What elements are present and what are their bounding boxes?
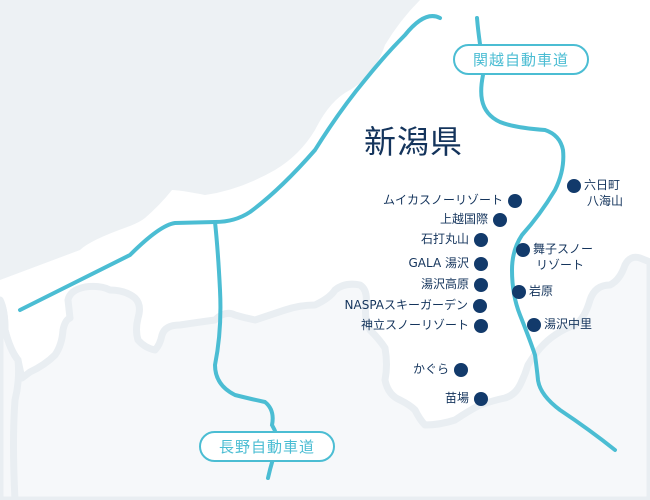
coastal-expressway-line xyxy=(18,14,442,312)
road-badge-nagano-expressway: 長野自動車道 xyxy=(199,431,335,462)
resort-kagura[interactable]: かぐら xyxy=(413,362,468,378)
resort-label: ムイカスノーリゾート xyxy=(382,193,503,207)
prefecture-label: 新潟県 xyxy=(364,123,464,161)
resort-iwappara[interactable]: 岩原 xyxy=(512,284,553,300)
resort-label-line1: 岩原 xyxy=(529,284,554,298)
resort-label: かぐら xyxy=(412,362,449,376)
resort-muikamachi-hakkaisan[interactable]: 六日町 八海山 xyxy=(567,178,623,209)
resort-joetsu-kokusai[interactable]: 上越国際 xyxy=(440,212,507,228)
resort-dot-icon xyxy=(474,318,488,333)
resort-label: NASPAスキーガーデン xyxy=(344,298,468,312)
resort-dot-icon xyxy=(516,243,530,257)
resort-label: 石打丸山 xyxy=(420,232,469,246)
resort-dot-icon xyxy=(493,212,507,227)
resort-label: GALA 湯沢 xyxy=(408,256,470,270)
neighbor-prefecture-area xyxy=(0,253,650,500)
resort-label: 湯沢高原 xyxy=(420,277,469,291)
resort-label-line1: 舞子スノー xyxy=(533,242,594,256)
resort-label-line2: 八海山 xyxy=(587,193,624,208)
resort-dot-icon xyxy=(454,362,468,377)
resort-gala-yuzawa[interactable]: GALA 湯沢 xyxy=(408,256,488,272)
kanetsu-expressway-line xyxy=(475,16,617,452)
resort-ishiuchi-maruyama[interactable]: 石打丸山 xyxy=(421,232,488,248)
resort-label-line2: リゾート xyxy=(536,257,585,272)
resort-dot-icon xyxy=(474,277,488,292)
resort-naspa-ski-garden[interactable]: NASPAスキーガーデン xyxy=(345,298,487,314)
resort-label: 苗場 xyxy=(444,391,469,405)
resort-muika-snow-resort[interactable]: ムイカスノーリゾート xyxy=(383,193,522,209)
resort-dot-icon xyxy=(474,256,488,271)
resort-yuzawa-nakazato[interactable]: 湯沢中里 xyxy=(527,317,592,333)
resort-naeba[interactable]: 苗場 xyxy=(445,391,488,407)
resort-kandatsu-snow-resort[interactable]: 神立スノーリゾート xyxy=(361,318,488,334)
resort-dot-icon xyxy=(474,232,488,247)
resort-dot-icon xyxy=(473,298,487,313)
resort-dot-icon xyxy=(508,193,522,208)
resort-label-line1: 湯沢中里 xyxy=(544,317,593,331)
resort-dot-icon xyxy=(567,179,581,193)
prefecture-border-left xyxy=(0,298,23,500)
road-badge-kanetsu-expressway: 関越自動車道 xyxy=(453,44,589,75)
resort-maiko-snow-resort[interactable]: 舞子スノー リゾート xyxy=(516,242,593,273)
resort-label-line1: 六日町 xyxy=(584,178,621,192)
resort-label: 上越国際 xyxy=(439,212,488,226)
resort-dot-icon xyxy=(474,391,488,406)
resort-label: 神立スノーリゾート xyxy=(360,318,469,332)
sea-area xyxy=(0,0,420,280)
resort-dot-icon xyxy=(512,285,526,299)
resort-yuzawa-kogen[interactable]: 湯沢高原 xyxy=(421,277,488,293)
resort-dot-icon xyxy=(527,318,541,332)
